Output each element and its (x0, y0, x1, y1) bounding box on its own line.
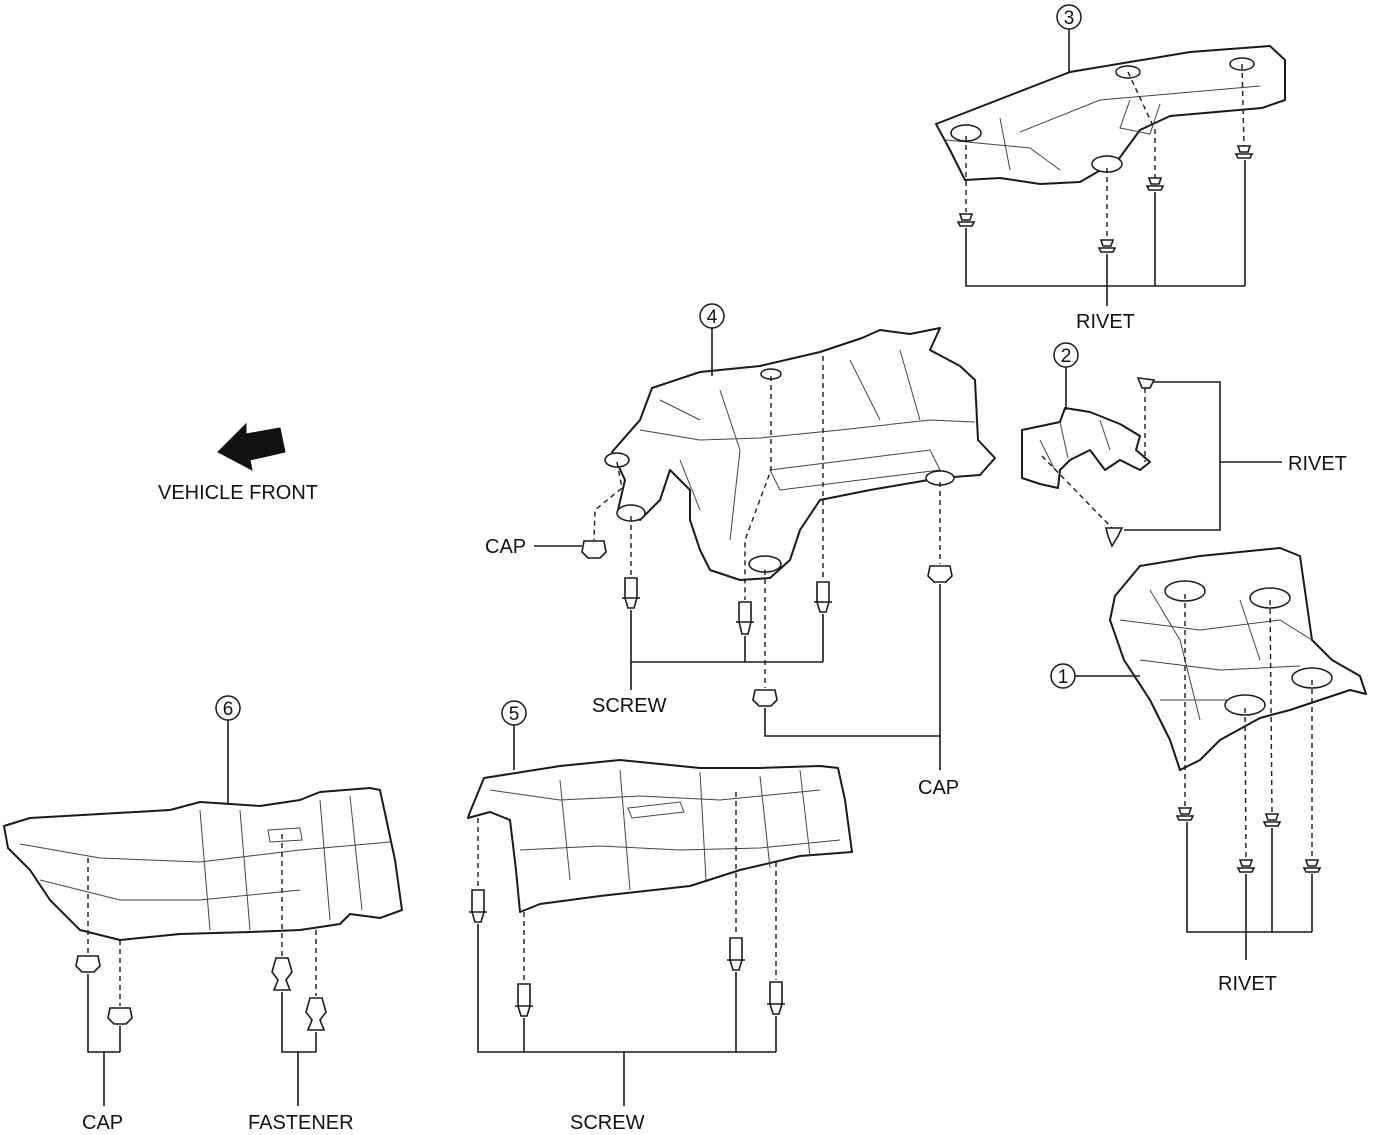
heat-insulator-5 (467, 759, 853, 913)
screw-label-5: SCREW (570, 1112, 645, 1134)
heat-insulator-2 (1021, 407, 1151, 489)
heat-insulator-1 (1109, 547, 1367, 771)
rivets-1 (1175, 594, 1322, 960)
vehicle-front-label: VEHICLE FRONT (158, 482, 318, 504)
rivets-2 (1041, 377, 1282, 548)
cap-label-4-left: CAP (485, 536, 526, 558)
heat-insulator-6 (3, 787, 403, 941)
fastener-label-6: FASTENER (248, 1112, 354, 1134)
cap-label-4-right: CAP (918, 777, 959, 799)
callout-5-number: 5 (509, 704, 520, 725)
callout-3-number: 3 (1064, 8, 1075, 29)
callout-2-number: 2 (1061, 346, 1072, 367)
callout-4-number: 4 (707, 307, 718, 328)
fasteners-4 (534, 356, 953, 770)
vehicle-front-arrow-icon (217, 422, 286, 471)
rivet-label-1: RIVET (1218, 973, 1277, 995)
caps-fasteners-6 (75, 834, 327, 1106)
screws-5 (469, 792, 785, 1106)
callout-1-number: 1 (1058, 667, 1069, 688)
rivet-label-3: RIVET (1076, 311, 1135, 333)
heat-insulator-3 (935, 45, 1286, 185)
rivets-3 (956, 63, 1254, 306)
rivet-label-2: RIVET (1288, 453, 1347, 475)
screw-label-4: SCREW (592, 695, 667, 717)
heat-insulator-4 (604, 327, 996, 581)
cap-label-6: CAP (82, 1112, 123, 1134)
callout-6-number: 6 (223, 699, 234, 720)
